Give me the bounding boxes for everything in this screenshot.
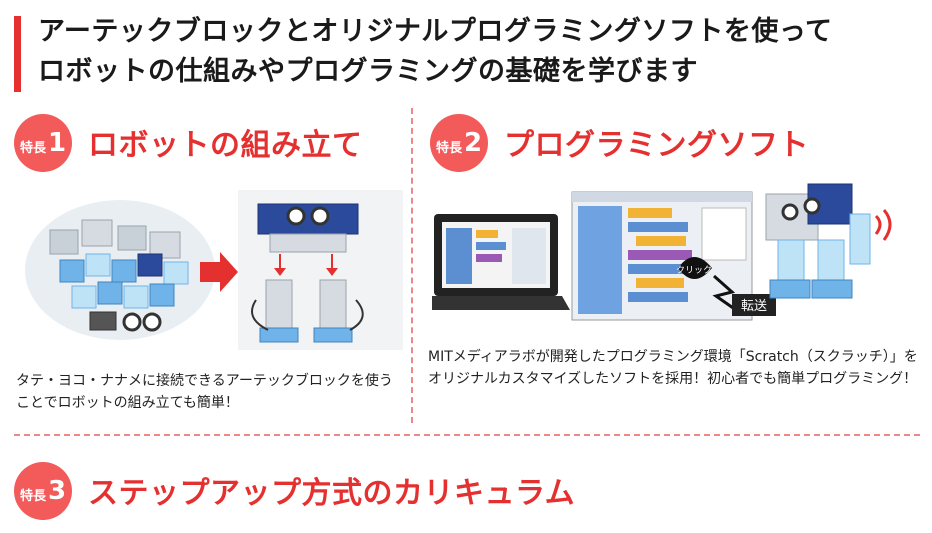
feature-badge-3: 特長 3 [14, 462, 72, 520]
assembled-robot [251, 203, 364, 343]
programming-software-illustration: クリック 転送 [432, 183, 892, 321]
badge-label: 特長 [19, 140, 46, 156]
lightning-icon [712, 274, 737, 312]
badge-label: 特長 [435, 140, 462, 156]
block-pile [49, 219, 189, 332]
motion-lines-icon [874, 214, 882, 235]
feature-badge-2: 特長 2 [430, 114, 488, 172]
feature-1-description: タテ・ヨコ・ナナメに接続できるアーテックブロックを使うことでロボットの組み立ても… [16, 373, 393, 411]
click-label: クリック [676, 265, 712, 276]
robot-assembly-illustration [25, 190, 403, 350]
page-title: アーテックブロックとオリジナルプログラミングソフトを使って ロボットの仕組みやプ… [38, 12, 833, 92]
feature-badge-1: 特長 1 [14, 114, 72, 172]
feature-1-title: ロボットの組み立て [88, 128, 363, 163]
laptop [432, 214, 570, 310]
transfer-callout: 転送 [732, 294, 776, 316]
horizontal-divider [14, 434, 920, 436]
vertical-divider [411, 108, 413, 423]
feature-2-description: MITメディアラボが開発したプログラミング環境「Scratch（スクラッチ）」を… [428, 349, 918, 387]
feature-1-header: 特長 1 ロボットの組み立て [14, 114, 404, 174]
title-line-2: ロボットの仕組みやプログラミングの基礎を学びます [38, 56, 698, 87]
transfer-label: 転送 [741, 299, 767, 314]
hero-heading: アーテックブロックとオリジナルプログラミングソフトを使って ロボットの仕組みやプ… [14, 12, 914, 96]
badge-number: 3 [47, 476, 67, 506]
badge-number: 2 [463, 128, 483, 158]
arrow-right-icon [200, 252, 238, 292]
feature-3-title: ステップアップ方式のカリキュラム [88, 476, 576, 511]
accent-bar [14, 16, 21, 92]
feature-2-title: プログラミングソフト [504, 128, 809, 163]
feature-3-header: 特長 3 ステップアップ方式のカリキュラム [14, 462, 714, 522]
feature-2-header: 特長 2 プログラミングソフト [430, 114, 920, 174]
badge-number: 1 [47, 128, 67, 158]
robot [765, 183, 892, 299]
title-line-1: アーテックブロックとオリジナルプログラミングソフトを使って [38, 16, 833, 47]
badge-label: 特長 [19, 488, 46, 504]
click-callout: クリック [676, 257, 712, 279]
